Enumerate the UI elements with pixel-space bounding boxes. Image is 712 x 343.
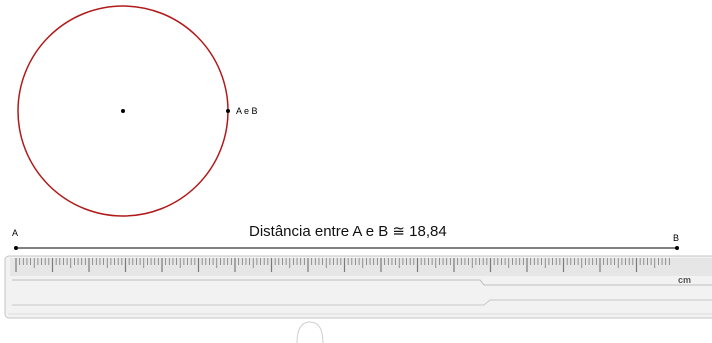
ruler-ticks: [15, 258, 670, 272]
point-b[interactable]: [675, 246, 679, 250]
point-b-label: B: [673, 233, 679, 243]
ruler-inner-edge: [12, 279, 712, 286]
ruler-lower-groove: [12, 299, 712, 306]
distance-prefix: Distância entre A e B ≅: [249, 223, 409, 240]
rotate-handle-icon[interactable]: [296, 321, 324, 343]
point-a[interactable]: [14, 246, 18, 250]
distance-value: 18,84: [409, 223, 447, 240]
circle-point-label: A e B: [236, 106, 258, 116]
ruler[interactable]: cm: [4, 255, 712, 319]
point-a-label: A: [12, 228, 18, 238]
circle-point-a-b[interactable]: [226, 109, 230, 113]
circle-center-point[interactable]: [121, 109, 125, 113]
ruler-unit-label: cm: [678, 275, 691, 285]
distance-label: Distância entre A e B ≅ 18,84: [249, 223, 447, 240]
ruler-tick-band: [10, 258, 712, 276]
